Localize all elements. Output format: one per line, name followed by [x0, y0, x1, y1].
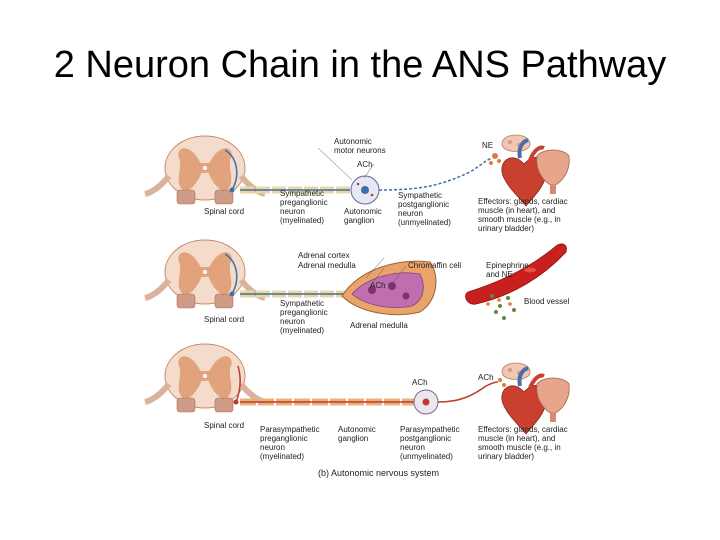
chromaffin-label: Chromaffin cell — [408, 261, 461, 270]
ach-label-3b: ACh — [478, 373, 494, 382]
post-label-3d: (unmyelinated) — [400, 452, 453, 461]
effectors-label-1d: urinary bladder) — [478, 224, 534, 233]
ach-label-3a: ACh — [412, 378, 428, 387]
postganglionic-axon-1 — [378, 157, 493, 191]
panel-adrenal: Spinal cord Adrenal cortex Adrenal medul… — [145, 240, 570, 335]
post-label-1d: (unmyelinated) — [398, 218, 451, 227]
panel-sympathetic: Spinal cord Autonomic motor neurons ACh … — [145, 134, 570, 233]
ach-label-2: ACh — [370, 281, 386, 290]
pre-label-3d: (myelinated) — [260, 452, 304, 461]
pre-label-3c: neuron — [260, 443, 285, 452]
ganglion-label-3a: Autonomic — [338, 425, 376, 434]
pre-label-1c: neuron — [280, 207, 305, 216]
pre-label-2c: neuron — [280, 317, 305, 326]
ach-label-1: ACh — [357, 160, 373, 169]
ganglion-label-3b: ganglion — [338, 434, 368, 443]
epinephrine-label-b: and NE — [486, 270, 513, 279]
postganglionic-axon-3 — [437, 381, 499, 403]
motor-neurons-label-1: Autonomic — [334, 137, 372, 146]
post-label-3c: neuron — [400, 443, 425, 452]
effectors-label-1a: Effectors: glands, cardiac — [478, 197, 568, 206]
slide-title: 2 Neuron Chain in the ANS Pathway — [53, 44, 667, 86]
pre-label-2d: (myelinated) — [280, 326, 324, 335]
pre-label-2a: Sympathetic — [280, 299, 324, 308]
bladder-3 — [536, 377, 570, 423]
post-label-1a: Sympathetic — [398, 191, 442, 200]
pre-label-1b: preganglionic — [280, 198, 328, 207]
panel-parasympathetic: Spinal cord ACh ACh Parasympathetic preg… — [145, 344, 570, 478]
effectors-label-3d: urinary bladder) — [478, 452, 534, 461]
gland-1 — [501, 134, 531, 152]
ne-label-1: NE — [482, 141, 493, 150]
pre-label-1d: (myelinated) — [280, 216, 324, 225]
epinephrine-label-a: Epinephrine — [486, 261, 529, 270]
effectors-label-3b: muscle (in heart), and — [478, 434, 555, 443]
post-label-3a: Parasympathetic — [400, 425, 460, 434]
figure-caption: (b) Autonomic nervous system — [318, 468, 439, 478]
effectors-label-3a: Effectors: glands, cardiac — [478, 425, 568, 434]
motor-neurons-label-2: motor neurons — [334, 146, 386, 155]
blood-vessel — [465, 243, 567, 305]
gland-3 — [501, 362, 531, 380]
adrenal-cortex-label: Adrenal cortex — [298, 251, 350, 260]
bladder-1 — [536, 149, 570, 195]
spinal-cord-label-3: Spinal cord — [204, 421, 244, 430]
spinal-cord-label-1: Spinal cord — [204, 207, 244, 216]
effectors-label-3c: smooth muscle (e.g., in — [478, 443, 561, 452]
post-label-1c: neuron — [398, 209, 423, 218]
effectors-label-1b: muscle (in heart), and — [478, 206, 555, 215]
adrenal-medulla-label-top: Adrenal medulla — [298, 261, 356, 270]
spinal-cord-illustration-1 — [145, 136, 265, 204]
pre-label-3b: preganglionic — [260, 434, 308, 443]
post-label-3b: postganglionic — [400, 434, 451, 443]
pre-label-3a: Parasympathetic — [260, 425, 320, 434]
effectors-label-1c: smooth muscle (e.g., in — [478, 215, 561, 224]
pre-label-1a: Sympathetic — [280, 189, 324, 198]
spinal-cord-illustration-2 — [145, 240, 265, 308]
ganglion-label-1a: Autonomic — [344, 207, 382, 216]
ganglion-label-1b: ganglion — [344, 216, 374, 225]
blood-vessel-label: Blood vessel — [524, 297, 570, 306]
pre-label-2b: preganglionic — [280, 308, 328, 317]
post-label-1b: postganglionic — [398, 200, 449, 209]
spinal-cord-label-2: Spinal cord — [204, 315, 244, 324]
adrenal-medulla-label-bottom: Adrenal medulla — [350, 321, 408, 330]
